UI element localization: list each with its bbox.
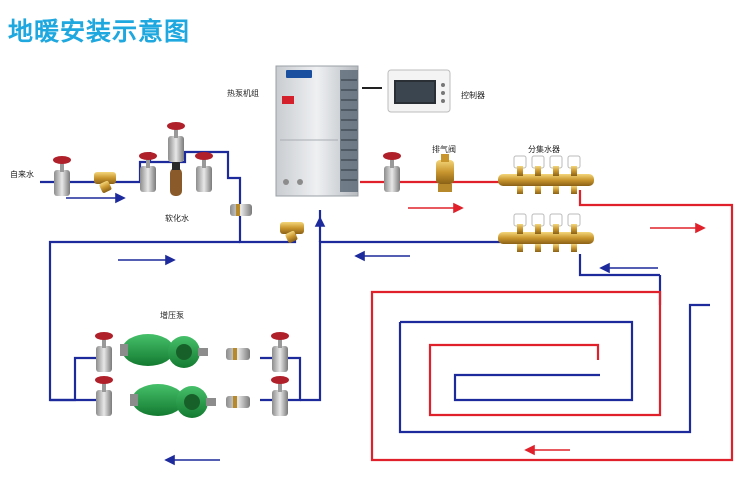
return-flow-arrows — [66, 192, 658, 466]
gate-valve — [383, 152, 401, 192]
booster-pump — [120, 334, 208, 368]
supply-pipes — [360, 180, 734, 462]
pipe-union — [226, 396, 250, 408]
gate-valve — [271, 332, 289, 372]
label-manifold: 分集水器 — [528, 145, 560, 154]
label-heat-pump: 热泵机组 — [227, 89, 259, 98]
supply-flow-arrows — [408, 202, 706, 456]
label-air-vent: 排气阀 — [432, 145, 456, 154]
brand-logo — [286, 70, 312, 78]
gate-valve — [95, 376, 113, 416]
gate-valve — [167, 122, 185, 162]
air-vent-valve — [436, 154, 454, 192]
water-softener — [170, 162, 182, 196]
label-booster-pump: 增压泵 — [160, 311, 184, 320]
manifold-return — [498, 213, 594, 252]
label-controller: 控制器 — [461, 91, 485, 100]
gate-valve — [271, 376, 289, 416]
y-strainer — [280, 222, 304, 243]
badge-icon — [282, 96, 294, 104]
label-softened-water: 软化水 — [165, 214, 189, 223]
gate-valve — [195, 152, 213, 192]
gate-valve — [53, 156, 71, 196]
page-title: 地暖安装示意图 — [8, 17, 191, 46]
y-strainer — [94, 172, 116, 193]
booster-pump — [130, 384, 216, 418]
label-tap-water: 自来水 — [10, 170, 34, 179]
manifold-supply — [498, 155, 594, 194]
controller-panel — [387, 69, 451, 113]
gate-valve — [95, 332, 113, 372]
heat-pump-unit — [275, 65, 359, 197]
pipe-union — [226, 348, 250, 360]
gate-valve — [139, 152, 157, 192]
pipe-union — [230, 204, 252, 216]
